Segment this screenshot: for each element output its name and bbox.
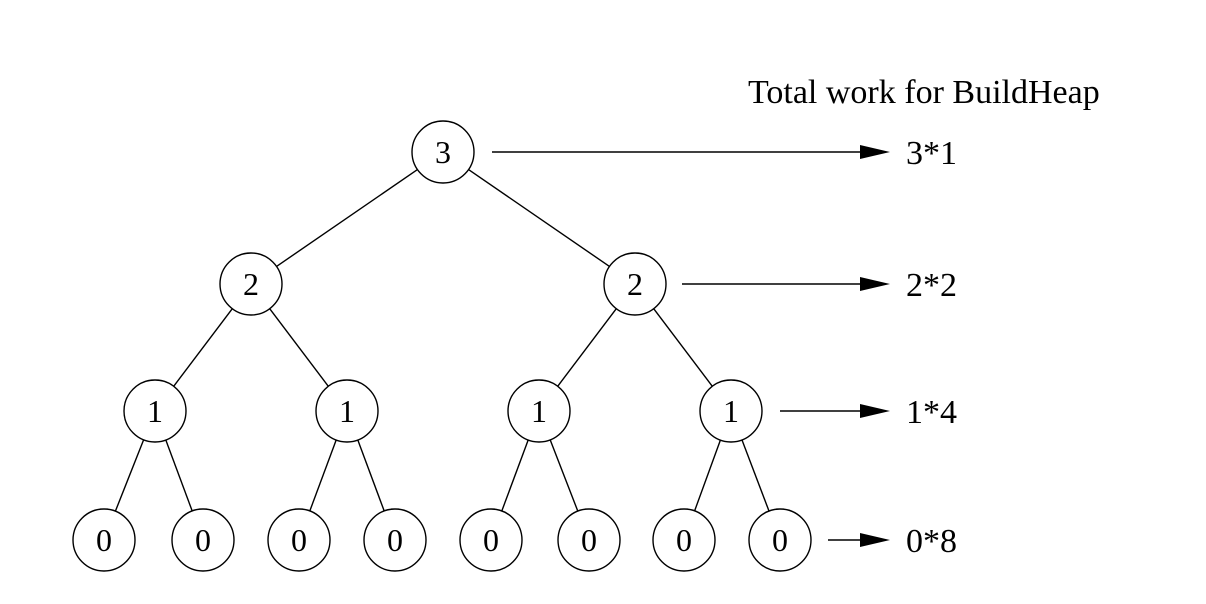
node-circle [363,508,427,572]
node-height-label: 0 [483,522,499,558]
tree-edges [114,168,770,512]
node-height-label: 1 [339,393,355,429]
arrow-head-icon [860,145,890,159]
node-height-label: 1 [147,393,163,429]
level-work-label: 2*2 [906,267,957,304]
node-circle [171,508,235,572]
tree-edge [357,439,385,512]
tree-edge [269,308,329,387]
heap-node: 1 [507,379,571,443]
tree-edge [653,308,713,387]
tree-edge [693,439,722,512]
level-work-label: 3*1 [906,135,957,172]
level-arrows [492,145,890,547]
heap-node: 2 [603,252,667,316]
node-circle [411,120,475,184]
tree-edge [501,439,529,512]
level-work-labels: 3*1 2*2 1*4 0*8 [906,135,957,560]
node-circle [603,252,667,316]
arrow-head-icon [860,533,890,547]
node-height-label: 2 [243,266,259,302]
heap-node: 0 [363,508,427,572]
heap-node: 0 [72,508,136,572]
node-circle [315,379,379,443]
heap-node: 1 [315,379,379,443]
heap-node: 1 [123,379,187,443]
node-circle [652,508,716,572]
node-circle [219,252,283,316]
heap-node: 0 [171,508,235,572]
node-circle [459,508,523,572]
node-circle [72,508,136,572]
node-circle [557,508,621,572]
tree-edge [468,168,610,268]
tree-edge [741,439,770,512]
tree-edge [165,439,193,512]
node-height-label: 1 [723,393,739,429]
node-circle [267,508,331,572]
tree-edge [557,308,617,387]
heap-node: 1 [699,379,763,443]
heap-node: 0 [267,508,331,572]
heap-node: 0 [557,508,621,572]
node-circle [699,379,763,443]
arrow-head-icon [860,404,890,418]
node-height-label: 0 [96,522,112,558]
level-work-label: 1*4 [906,394,957,431]
node-height-label: 0 [772,522,788,558]
tree-edge [173,308,233,387]
diagram-title: Total work for BuildHeap [748,74,1100,111]
heap-node: 3 [411,120,475,184]
node-height-label: 3 [435,134,451,170]
tree-edge [549,439,579,512]
level-work-label: 0*8 [906,523,957,560]
node-height-label: 0 [676,522,692,558]
node-circle [507,379,571,443]
heap-node: 0 [748,508,812,572]
tree-edge [309,439,337,512]
node-height-label: 0 [291,522,307,558]
node-height-label: 0 [581,522,597,558]
node-height-label: 2 [627,266,643,302]
node-circle [748,508,812,572]
heap-node: 0 [652,508,716,572]
heap-node: 2 [219,252,283,316]
node-height-label: 1 [531,393,547,429]
arrow-head-icon [860,277,890,291]
node-height-label: 0 [195,522,211,558]
tree-nodes: 3 2 2 1 1 1 1 0 0 0 0 0 0 0 0 [72,120,812,572]
heap-node: 0 [459,508,523,572]
tree-edge [114,439,145,512]
tree-edge [276,168,418,268]
node-circle [123,379,187,443]
node-height-label: 0 [387,522,403,558]
